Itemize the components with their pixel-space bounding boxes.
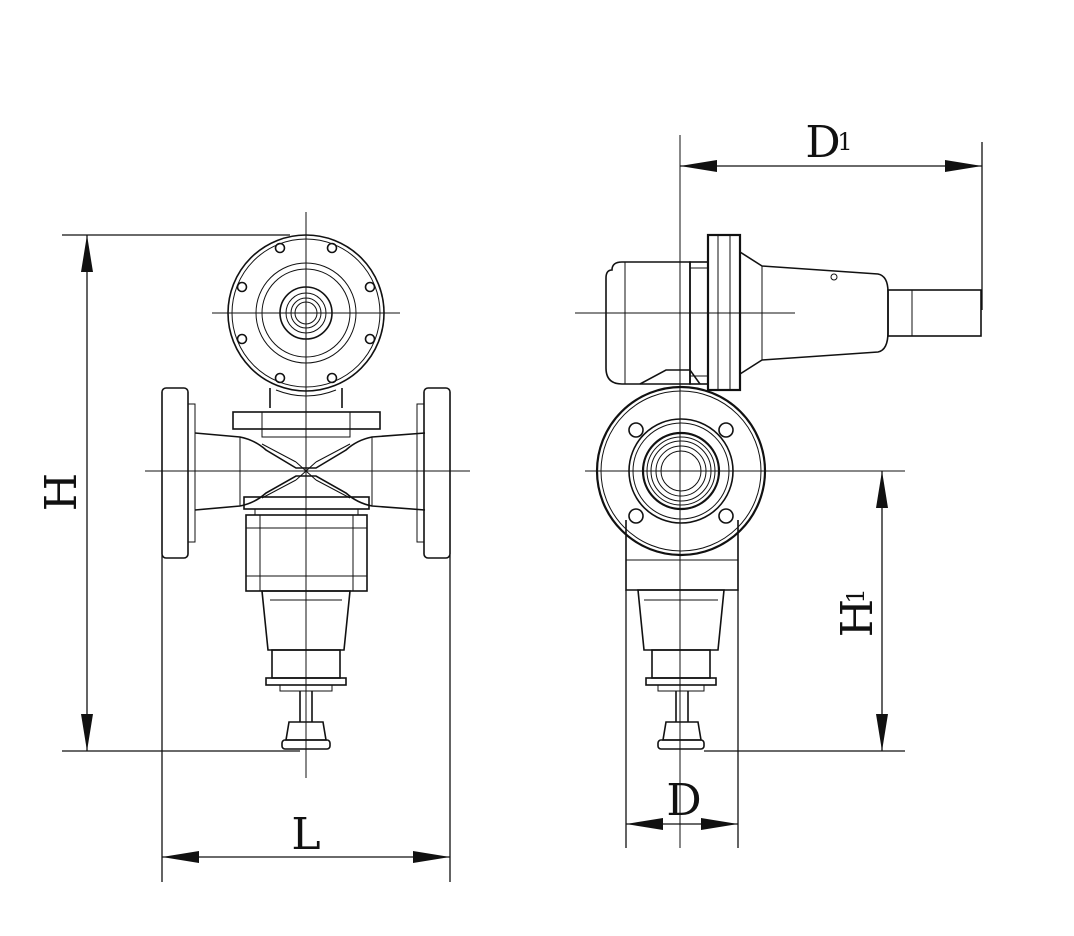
- side-flange: [595, 385, 767, 557]
- label-D: D: [666, 775, 701, 826]
- label-L: L: [291, 809, 320, 860]
- label-H1: H 1: [832, 588, 883, 637]
- label-H1-main: H: [832, 599, 883, 637]
- label-H: H: [36, 473, 87, 511]
- dimension-D1: [680, 142, 983, 310]
- label-D1-sub: 1: [837, 128, 852, 156]
- dimension-H: [62, 234, 300, 752]
- front-view: [145, 212, 470, 778]
- dimension-D: [625, 590, 739, 848]
- left-flange: [161, 387, 196, 559]
- side-view: [575, 135, 982, 848]
- label-D1-main: D: [805, 117, 840, 168]
- right-flange: [416, 387, 451, 559]
- dimension-L: [161, 555, 451, 882]
- label-H1-sub: 1: [842, 588, 870, 603]
- label-D1: D 1: [805, 117, 852, 168]
- top-flange: [227, 234, 385, 392]
